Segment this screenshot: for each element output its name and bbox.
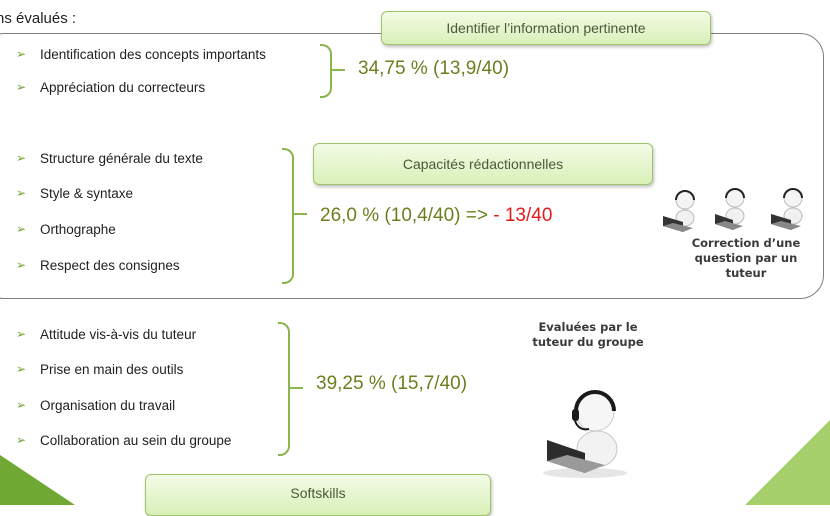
brace-1-tick	[331, 69, 345, 71]
list-item: ➢ Collaboration au sein du groupe	[16, 433, 232, 448]
arrow-bullet-icon: ➢	[16, 47, 27, 61]
arrow-bullet-icon: ➢	[16, 433, 27, 447]
list-item: ➢ Structure générale du texte	[16, 151, 203, 166]
headset-person-laptop-icon	[663, 190, 695, 232]
decorative-corner-right	[745, 420, 830, 505]
list-item-label: Orthographe	[40, 222, 116, 237]
brace-2-tick	[293, 213, 307, 215]
list-item-label: Attitude vis-à-vis du tuteur	[40, 327, 197, 342]
list-item-label: Identification des concepts importants	[40, 47, 266, 62]
brace-3-top	[278, 322, 290, 390]
caption-evaluated-by-tutor: Evaluées par le tuteur du groupe	[532, 320, 644, 349]
brace-3-bottom	[278, 388, 290, 456]
arrow-bullet-icon: ➢	[16, 222, 27, 236]
list-item-label: Organisation du travail	[40, 398, 176, 413]
list-item-label: Respect des consignes	[40, 258, 180, 273]
decorative-corner-left	[0, 455, 75, 505]
section-label-pertinent-info: Identifier l’information pertinente	[381, 11, 711, 45]
arrow-bullet-icon: ➢	[16, 327, 27, 341]
arrow-bullet-icon: ➢	[16, 398, 27, 412]
score-pertinent-info: 34,75 % (13,9/40)	[358, 58, 510, 79]
list-item: ➢ Organisation du travail	[16, 398, 176, 413]
list-item-label: Appréciation du correcteurs	[40, 80, 206, 95]
score-writing-main: 26,0 % (10,4/40) =>	[320, 205, 488, 226]
headset-person-laptop-icon	[663, 188, 803, 232]
brace-3-tick	[289, 387, 303, 389]
list-item: ➢ Orthographe	[16, 222, 116, 237]
list-item-label: Style & syntaxe	[40, 186, 134, 201]
list-item: ➢ Identification des concepts importants	[16, 47, 266, 62]
score-softskills: 39,25 % (15,7/40)	[316, 373, 468, 394]
list-item-label: Prise en main des outils	[40, 362, 184, 377]
arrow-bullet-icon: ➢	[16, 80, 27, 94]
brace-2-bottom	[282, 214, 294, 284]
brace-1-top	[320, 44, 332, 72]
section-label-softskills: Softskills	[145, 474, 491, 516]
section-label-writing: Capacités rédactionnelles	[313, 143, 653, 185]
tutor-figures	[645, 186, 815, 236]
score-writing: 26,0 % (10,4/40) => - 13/40	[320, 205, 552, 227]
list-item: ➢ Prise en main des outils	[16, 362, 184, 377]
list-item: ➢ Attitude vis-à-vis du tuteur	[16, 327, 197, 342]
list-item-label: Collaboration au sein du groupe	[40, 433, 232, 448]
arrow-bullet-icon: ➢	[16, 151, 27, 165]
list-item: ➢ Style & syntaxe	[16, 186, 134, 201]
list-item: ➢ Appréciation du correcteurs	[16, 80, 206, 95]
arrow-bullet-icon: ➢	[16, 362, 27, 376]
intro-text: ns évalués :	[0, 10, 77, 27]
headset-person-laptop-icon	[771, 188, 803, 230]
brace-2-top	[282, 148, 294, 216]
list-item: ➢ Respect des consignes	[16, 258, 180, 273]
brace-1-bottom	[320, 70, 332, 98]
list-item-label: Structure générale du texte	[40, 151, 203, 166]
arrow-bullet-icon: ➢	[16, 186, 27, 200]
headset-person-laptop-icon	[535, 385, 635, 480]
headset-person-laptop-icon	[715, 188, 745, 230]
caption-tutor-correction: Correction d’une question par un tuteur	[691, 236, 801, 280]
arrow-bullet-icon: ➢	[16, 258, 27, 272]
score-writing-penalty: - 13/40	[493, 205, 553, 226]
